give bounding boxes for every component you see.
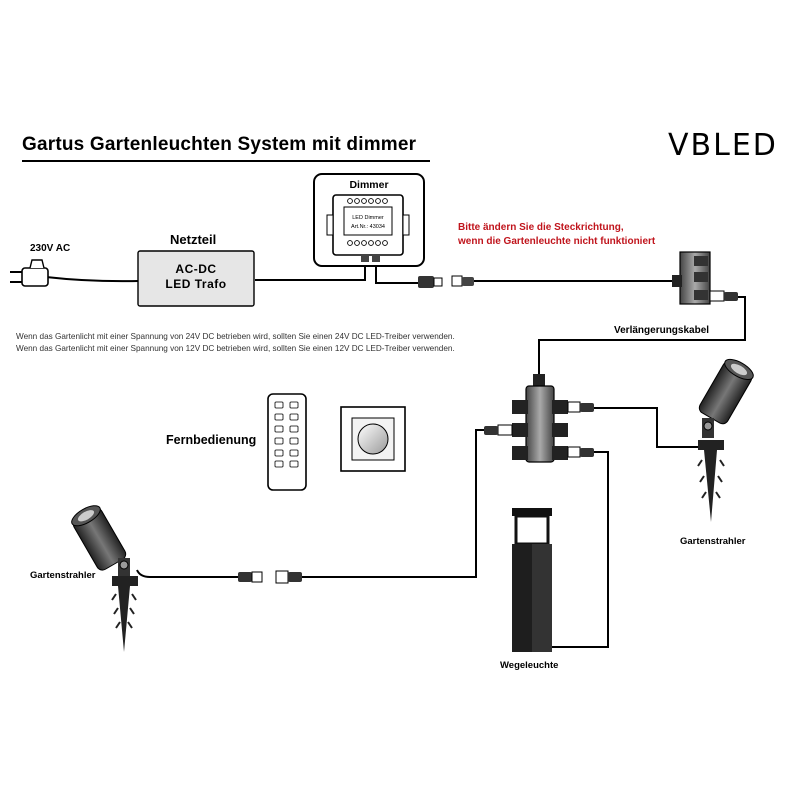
- spotlight-right-label: Gartenstrahler: [680, 536, 746, 547]
- connector-icon: [238, 570, 302, 584]
- page-title: Gartus Gartenleuchten System mit dimmer: [22, 134, 417, 155]
- dimmer-label: Dimmer: [349, 179, 389, 191]
- remote-control-icon: [267, 393, 307, 491]
- spotlight-left-label: Gartenstrahler: [30, 570, 96, 581]
- driver-label-line2: LED Trafo: [165, 277, 227, 291]
- warning-line-2: wenn die Gartenleuchte nicht funktionier…: [458, 236, 656, 247]
- note-line-24v: Wenn das Gartenlicht mit einer Spannung …: [16, 332, 455, 341]
- led-driver-box: [137, 250, 255, 307]
- brand-logo: VBLED: [668, 128, 778, 163]
- driver-label-line1: AC-DC: [175, 262, 217, 276]
- dimmer-unit: [313, 173, 425, 267]
- power-input-label: 230V AC: [30, 243, 71, 254]
- power-supply-label: Netzteil: [170, 232, 217, 247]
- splitter-icon: [672, 251, 738, 305]
- title-underline: [22, 160, 430, 162]
- dimmer-model-line1: LED Dimmer: [352, 215, 384, 221]
- extension-cable-label: Verlängerungskabel: [614, 325, 710, 336]
- bollard-icon: [512, 508, 552, 652]
- bollard-label: Wegeleuchte: [500, 660, 559, 671]
- dimmer-model-line2: Art.Nr.: 43034: [351, 224, 385, 230]
- power-plug-icon: [10, 259, 49, 287]
- spotlight-icon: [71, 505, 138, 652]
- remote-label: Fernbedienung: [166, 433, 257, 447]
- spotlight-icon: [697, 358, 754, 522]
- note-line-12v: Wenn das Gartenlicht mit einer Spannung …: [16, 344, 455, 353]
- connector-icon: [418, 275, 474, 288]
- warning-line-1: Bitte ändern Sie die Steckrichtung,: [458, 222, 624, 233]
- wall-dimmer-icon: [340, 406, 406, 472]
- hub-splitter-icon: [484, 374, 594, 463]
